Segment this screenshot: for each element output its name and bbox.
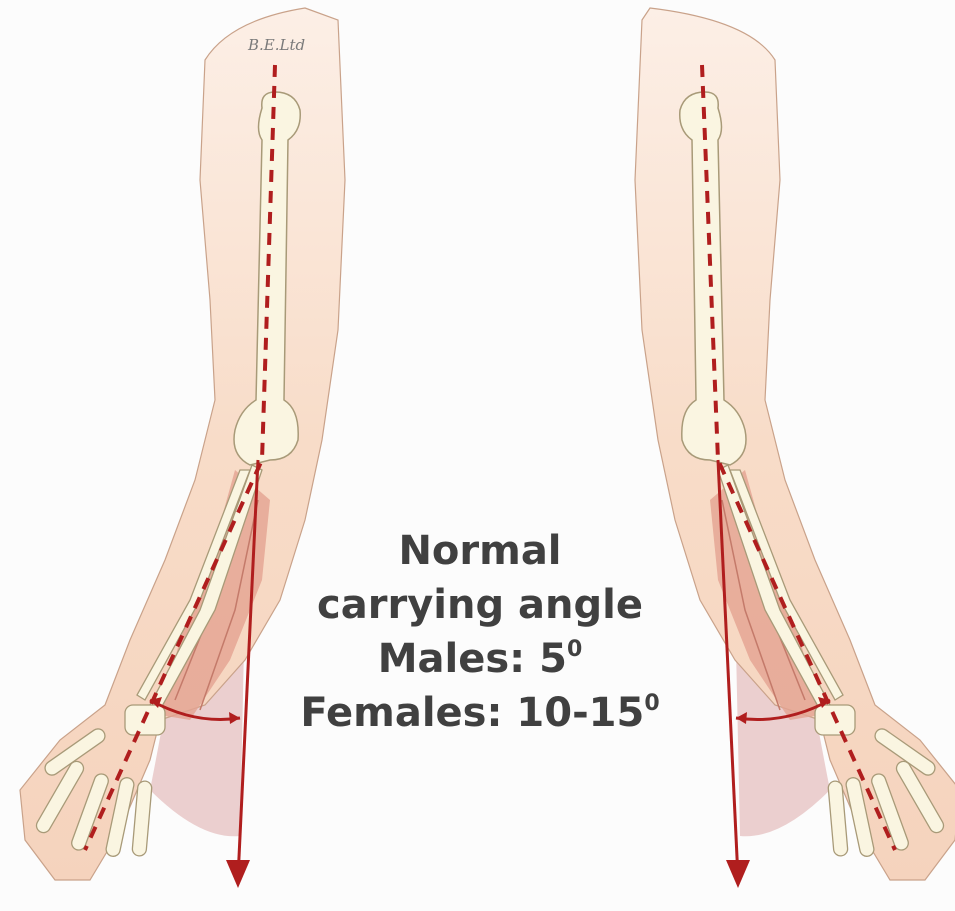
right-arrowhead [726,860,750,888]
watermark-text: B.E.Ltd [247,36,305,54]
caption-line-1: Normal [270,524,690,578]
caption-males: Males: 50 [270,632,690,686]
males-label: Males: 5 [378,636,567,682]
left-arm [20,8,345,888]
caption-line-2: carrying angle [270,578,690,632]
left-arrowhead [226,860,250,888]
caption-females: Females: 10-150 [270,686,690,740]
females-label: Females: 10-15 [300,690,644,736]
caption-block: Normal carrying angle Males: 50 Females:… [270,524,690,740]
right-arm [635,8,955,888]
males-degree: 0 [567,637,582,662]
females-degree: 0 [644,691,659,716]
